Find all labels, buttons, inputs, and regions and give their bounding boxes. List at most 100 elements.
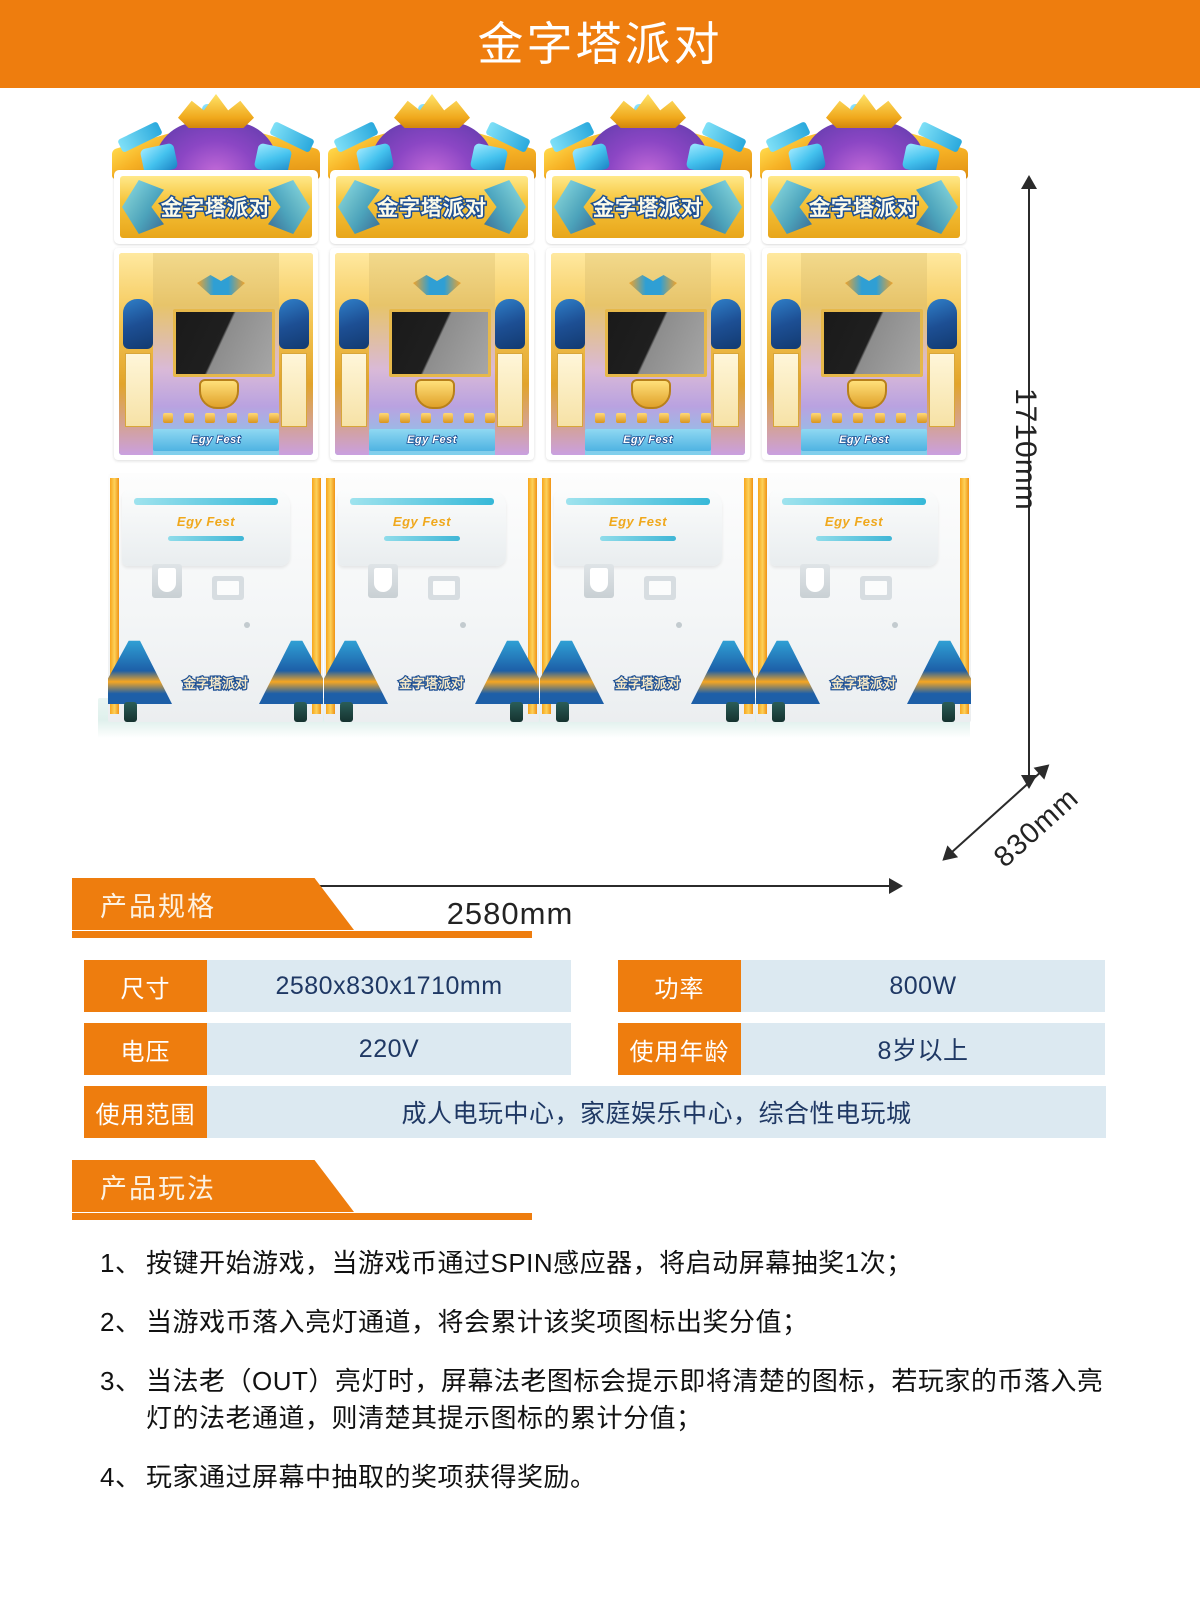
- base-logo-label: 金字塔派对: [398, 675, 465, 692]
- spec-value: 成人电玩中心，家庭娱乐中心，综合性电玩城: [207, 1086, 1106, 1138]
- spec-tab-label: 产品规格: [100, 891, 216, 922]
- marquee-sign: 金字塔派对: [114, 170, 318, 244]
- console-tray: Egy Fest: [770, 490, 938, 566]
- spec-key: 尺寸: [84, 960, 207, 1012]
- falcon-icon: [711, 299, 741, 349]
- card-reader-panel: [644, 576, 676, 600]
- list-item-text: 玩家通过屏幕中抽取的奖项获得奖励。: [146, 1461, 597, 1492]
- cabinet-group: 金字塔派对 Egy Fest: [108, 92, 971, 732]
- caster-wheel: [726, 702, 739, 722]
- emblem-icon: [847, 379, 887, 409]
- emblem-icon: [199, 379, 239, 409]
- screen-panel: Egy Fest: [762, 248, 966, 460]
- gameplay-tab: 产品玩法: [72, 1160, 354, 1212]
- base-logo-label: 金字塔派对: [614, 675, 681, 692]
- spec-value: 220V: [207, 1023, 571, 1075]
- screen-panel: Egy Fest: [114, 248, 318, 460]
- list-item: 2、 当游戏币落入亮灯通道，将会累计该奖项图标出奖分值；: [100, 1304, 1120, 1341]
- console-tray: Egy Fest: [122, 490, 290, 566]
- spec-value: 2580x830x1710mm: [207, 960, 571, 1012]
- gameplay-tab-underline: [72, 1213, 532, 1220]
- table-row: 使用范围 成人电玩中心，家庭娱乐中心，综合性电玩城: [84, 1086, 1106, 1138]
- marquee-sign: 金字塔派对: [546, 170, 750, 244]
- caster-wheel: [556, 702, 569, 722]
- game-monitor: [605, 309, 707, 377]
- spec-key: 功率: [618, 960, 741, 1012]
- spec-tab-underline: [72, 931, 532, 938]
- screen-panel: Egy Fest: [330, 248, 534, 460]
- scarab-icon: [629, 275, 677, 295]
- list-item-number: 3、: [100, 1365, 142, 1396]
- spec-tab: 产品规格: [72, 878, 354, 930]
- screen-footer-label: Egy Fest: [622, 433, 673, 447]
- caster-wheel: [942, 702, 955, 722]
- falcon-icon: [495, 299, 525, 349]
- depth-dimension-label: 830mm: [988, 781, 1085, 874]
- arcade-cabinet: 金字塔派对 Egy Fest: [324, 92, 539, 732]
- crown-ornament-icon: [328, 94, 536, 186]
- console-brand-label: Egy Fest: [392, 514, 452, 529]
- list-item: 3、 当法老（OUT）亮灯时，屏幕法老图标会提示即将清楚的图标，若玩家的币落入亮…: [100, 1363, 1120, 1437]
- screen-footer-label: Egy Fest: [190, 433, 241, 447]
- list-item-text: 按键开始游戏，当游戏币通过SPIN感应器，将启动屏幕抽奖1次；: [146, 1248, 913, 1278]
- scarab-icon: [845, 275, 893, 295]
- spec-section-header: 产品规格: [72, 878, 1132, 938]
- screen-footer-label: Egy Fest: [406, 433, 457, 447]
- product-image: 金字塔派对 Egy Fest: [0, 88, 1200, 931]
- gameplay-list: 1、 按键开始游戏，当游戏币通过SPIN感应器，将启动屏幕抽奖1次； 2、 当游…: [100, 1245, 1120, 1518]
- emblem-icon: [631, 379, 671, 409]
- marquee-sign: 金字塔派对: [330, 170, 534, 244]
- card-reader-panel: [428, 576, 460, 600]
- console-tray: Egy Fest: [338, 490, 506, 566]
- coin-slot: [800, 564, 830, 598]
- arcade-cabinet: 金字塔派对 Egy Fest: [540, 92, 755, 732]
- falcon-icon: [927, 299, 957, 349]
- marquee-label: 金字塔派对: [592, 196, 704, 222]
- spec-key: 使用范围: [84, 1086, 207, 1138]
- screen-footer-label: Egy Fest: [838, 433, 889, 447]
- spec-key: 使用年龄: [618, 1023, 741, 1075]
- gameplay-tab-label: 产品玩法: [100, 1173, 216, 1204]
- coin-slot: [368, 564, 398, 598]
- game-monitor: [821, 309, 923, 377]
- card-reader-panel: [212, 576, 244, 600]
- console-brand-label: Egy Fest: [176, 514, 236, 529]
- arcade-cabinet: 金字塔派对 Egy Fest: [108, 92, 323, 732]
- cabinet-console: Egy Fest 金字塔派对: [108, 472, 323, 722]
- falcon-icon: [279, 299, 309, 349]
- table-row: 尺寸 2580x830x1710mm 功率 800W: [84, 960, 1106, 1012]
- base-logo-label: 金字塔派对: [830, 675, 897, 692]
- falcon-icon: [771, 299, 801, 349]
- list-item-text: 当游戏币落入亮灯通道，将会累计该奖项图标出奖分值；: [146, 1306, 809, 1337]
- gameplay-section-header: 产品玩法: [72, 1160, 1132, 1220]
- caster-wheel: [510, 702, 523, 722]
- caster-wheel: [772, 702, 785, 722]
- caster-wheel: [124, 702, 137, 722]
- emblem-icon: [415, 379, 455, 409]
- spec-table: 尺寸 2580x830x1710mm 功率 800W 电压 220V 使用年龄 …: [84, 960, 1106, 1149]
- console-tray: Egy Fest: [554, 490, 722, 566]
- falcon-icon: [339, 299, 369, 349]
- list-item: 4、 玩家通过屏幕中抽取的奖项获得奖励。: [100, 1459, 1120, 1496]
- list-item-text: 当法老（OUT）亮灯时，屏幕法老图标会提示即将清楚的图标，若玩家的币落入亮灯的法…: [146, 1365, 1104, 1433]
- cabinet-console: Egy Fest 金字塔派对: [324, 472, 539, 722]
- crown-ornament-icon: [544, 94, 752, 186]
- page-title: 金字塔派对: [477, 18, 723, 70]
- cabinet-console: Egy Fest 金字塔派对: [756, 472, 971, 722]
- list-item-number: 2、: [100, 1306, 142, 1337]
- marquee-label: 金字塔派对: [808, 196, 920, 222]
- spec-value: 8岁以上: [741, 1023, 1105, 1075]
- game-monitor: [389, 309, 491, 377]
- page-header: 金字塔派对: [0, 0, 1200, 88]
- console-brand-label: Egy Fest: [824, 514, 884, 529]
- console-brand-label: Egy Fest: [608, 514, 668, 529]
- list-item-number: 1、: [100, 1248, 142, 1278]
- marquee-sign: 金字塔派对: [762, 170, 966, 244]
- caster-wheel: [294, 702, 307, 722]
- game-monitor: [173, 309, 275, 377]
- spec-value: 800W: [741, 960, 1105, 1012]
- coin-slot: [152, 564, 182, 598]
- falcon-icon: [555, 299, 585, 349]
- base-logo-label: 金字塔派对: [182, 675, 249, 692]
- width-dimension-label: 2580mm: [446, 896, 574, 931]
